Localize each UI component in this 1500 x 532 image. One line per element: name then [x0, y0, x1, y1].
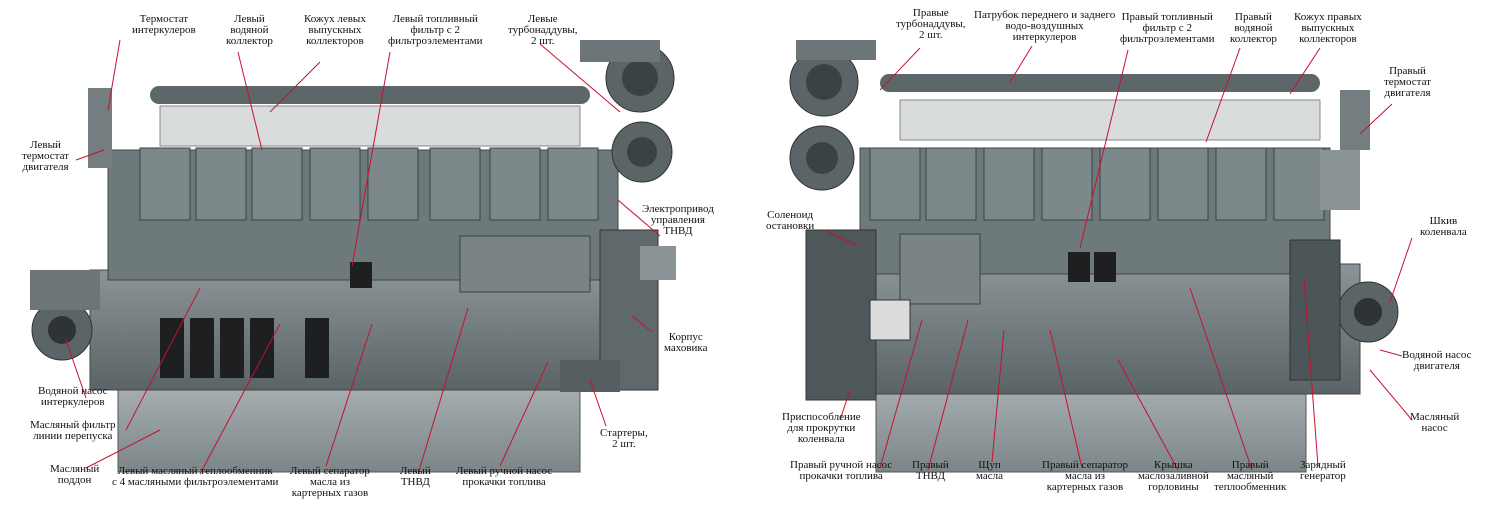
label-oil-filler-cap: Крышка маслозаливной горловины: [1138, 459, 1209, 493]
label-charging-generator: Зарядный генератор: [1300, 459, 1346, 482]
leader-lines: [65, 39, 1413, 475]
label-crank-turning-device: Приспособление для прокрутки коленвала: [782, 411, 861, 445]
label-left-engine-thermostat: Левый термостат двигателя: [22, 139, 69, 173]
label-right-exhaust-casing: Кожух правых выпускных коллекторов: [1294, 11, 1362, 45]
label-right-water-collector: Правый водяной коллектор: [1230, 11, 1277, 45]
label-left-exhaust-casing: Кожух левых выпускных коллекторов: [304, 13, 366, 47]
label-right-fuel-pump: Правый ТНВД: [912, 459, 949, 482]
label-left-fuel-pump: Левый ТНВД: [400, 465, 431, 488]
label-right-oil-separator: Правый сепаратор масла из картерных газо…: [1042, 459, 1128, 493]
label-fuel-pump-actuator: Электропривод управления ТНВД: [642, 203, 714, 237]
label-right-engine-thermostat: Правый термостат двигателя: [1384, 65, 1431, 99]
label-right-turbochargers: Правые турбонаддувы, 2 шт.: [896, 7, 966, 41]
label-right-oil-cooler: Правый масляный теплообменник: [1214, 459, 1287, 493]
label-right-hand-priming-pump: Правый ручной насос прокачки топлива: [790, 459, 893, 482]
left-engine-view: [30, 40, 676, 473]
label-engine-water-pump: Водяной насос двигателя: [1402, 349, 1472, 372]
label-intercooler-water-pump: Водяной насос интеркулеров: [38, 385, 108, 408]
label-oil-pump: Масляный насос: [1410, 411, 1460, 434]
label-bypass-oil-filter: Масляный фильтр линии перепуска: [30, 419, 116, 442]
right-engine-view: [789, 40, 1399, 473]
label-right-fuel-filter: Правый топливный фильтр с 2 фильтроэлеме…: [1120, 11, 1215, 45]
label-thermostat-intercooler: Термостат интеркулеров: [132, 13, 196, 36]
label-left-oil-separator: Левый сепаратор масла из картерных газов: [290, 465, 370, 499]
label-left-hand-priming-pump: Левый ручной насос прокачки топлива: [456, 465, 553, 488]
label-crankshaft-pulley: Шкив коленвала: [1420, 215, 1467, 238]
label-left-turbochargers: Левые турбонаддувы, 2 шт.: [508, 13, 578, 47]
label-oil-pan: Масляный поддон: [50, 463, 100, 486]
label-oil-dipstick: Щуп масла: [976, 459, 1004, 482]
label-starters: Стартеры, 2 шт.: [600, 427, 648, 450]
label-left-water-collector: Левый водяной коллектор: [226, 13, 273, 47]
label-stop-solenoid: Соленоид остановки: [766, 209, 815, 232]
label-intercooler-pipe: Патрубок переднего и заднего водо-воздуш…: [974, 9, 1116, 43]
label-left-fuel-filter: Левый топливный фильтр с 2 фильтроэлемен…: [388, 13, 483, 47]
label-flywheel-housing: Корпус маховика: [664, 331, 708, 354]
label-left-oil-cooler: Левый масляный теплообменник с 4 масляны…: [112, 465, 279, 488]
